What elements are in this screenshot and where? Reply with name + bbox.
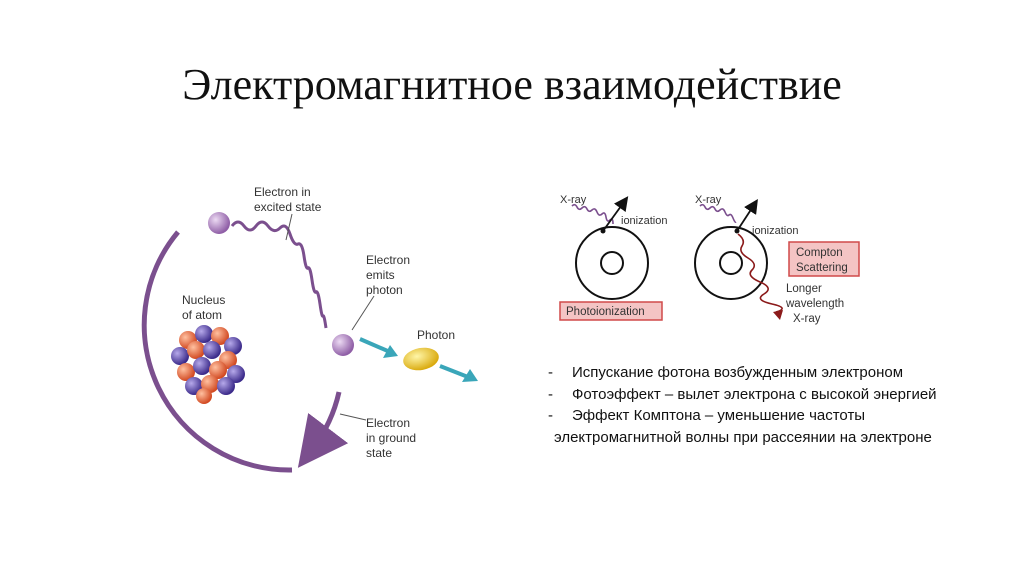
bullet-continuation: электромагнитной волны при рассеянии на … <box>548 427 1018 449</box>
bullet-text-photoeffect: Фотоэффект – вылет электрона с высокой э… <box>572 385 937 403</box>
atom-diagram: Electron in excited state Electron emits… <box>141 185 478 473</box>
label-ionization-2: ionization <box>752 225 798 237</box>
label-electron-emits: Electron emits photon <box>366 253 413 297</box>
photoionization-diagram: X-ray ionization Photoionization <box>559 194 667 321</box>
bullet-item: - Эффект Комптона – уменьшение частоты <box>548 405 1018 427</box>
label-xray-1: X-ray <box>560 194 587 206</box>
emitting-electron <box>332 334 354 356</box>
label-electron-ground: Electron in ground state <box>366 416 419 460</box>
label-compton-box: Compton Scattering <box>796 247 848 274</box>
bullet-dash: - <box>548 364 553 381</box>
bullet-dash: - <box>548 385 553 403</box>
compton-diagram: X-ray ionization Compton Scattering Long… <box>694 194 860 325</box>
bullet-item: - Фотоэффект – вылет электрона с высокой… <box>548 384 1018 406</box>
scattered-wave <box>737 233 783 313</box>
slide-title: Электромагнитное взаимодействие <box>182 60 842 109</box>
label-xray-2: X-ray <box>695 194 722 206</box>
label-electron-excited: Electron in excited state <box>254 185 322 214</box>
label-longer-wavelength: Longer wavelength X-ray <box>785 283 847 325</box>
bullet-text-photon-emission: Испускание фотона возбужденным электроно… <box>572 364 904 381</box>
electron-transition-wave <box>230 220 328 329</box>
orbit-arc <box>141 230 293 473</box>
excited-electron <box>208 212 230 234</box>
nucleus <box>171 325 245 404</box>
bullet-text-compton: Эффект Комптона – уменьшение частоты <box>572 407 866 424</box>
label-photoionization-box: Photoionization <box>566 306 645 318</box>
bullet-text-compton-cont: электромагнитной волны при рассеянии на … <box>554 428 932 446</box>
xray-wave-2 <box>699 203 737 223</box>
photon <box>403 347 439 371</box>
bullet-list: - Испускание фотона возбужденным электро… <box>548 362 1018 448</box>
label-nucleus: Nucleus of atom <box>182 293 229 322</box>
bullet-dash: - <box>548 407 553 424</box>
bullet-item: - Испускание фотона возбужденным электро… <box>548 362 1018 384</box>
orbit-arc-arrow <box>297 391 349 468</box>
label-ionization-1: ionization <box>621 215 667 227</box>
xray-wave <box>571 203 614 225</box>
label-photon: Photon <box>417 328 455 342</box>
